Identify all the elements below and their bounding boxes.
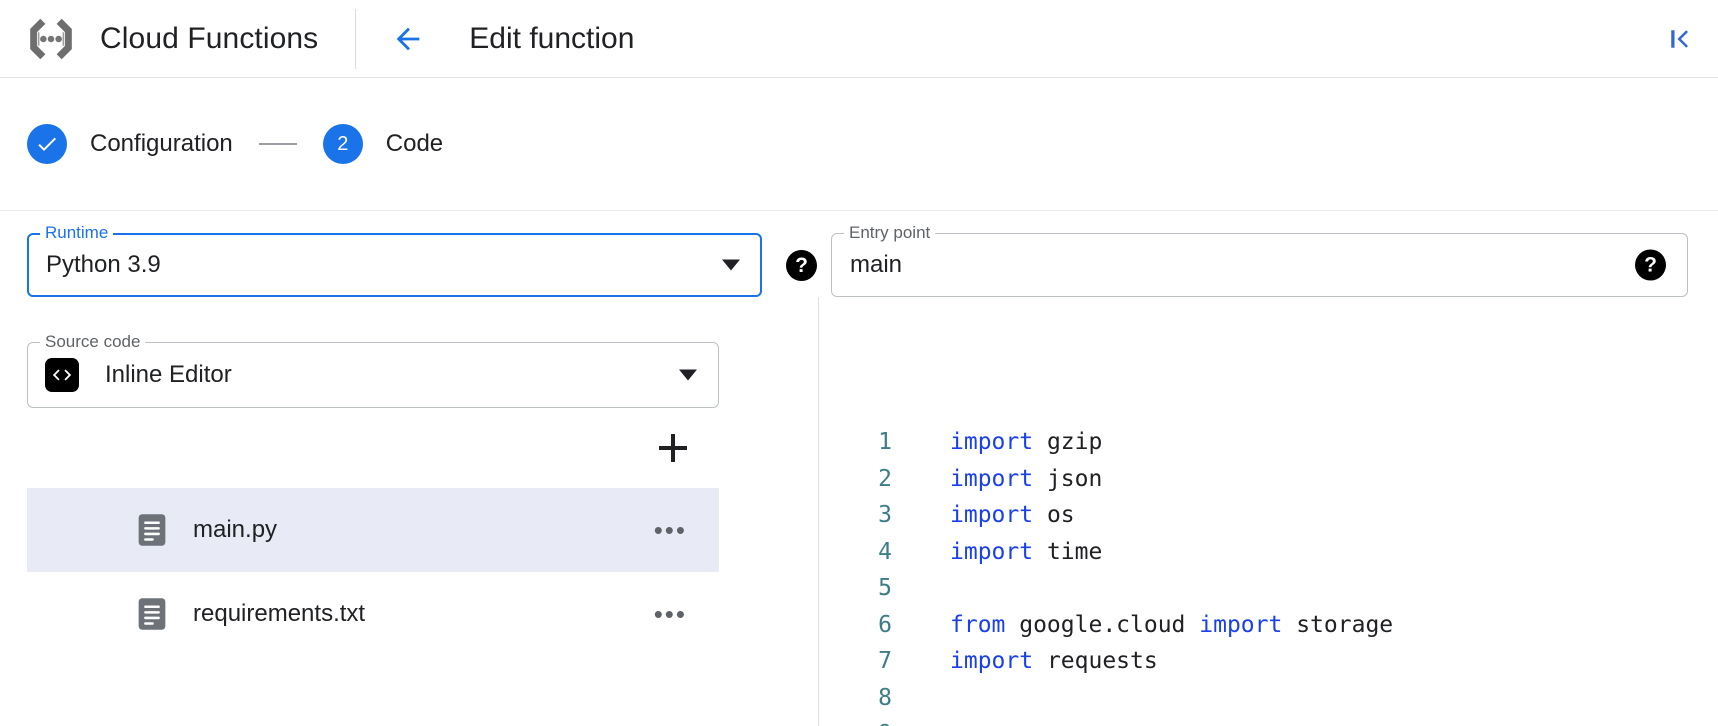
code-line-text: import time	[950, 534, 1102, 571]
code-line: 9	[840, 716, 1718, 726]
code-token: gzip	[1033, 429, 1103, 455]
content-area: Runtime Python 3.9 ? Source code Inline …	[0, 211, 1718, 726]
code-token: os	[1033, 502, 1075, 528]
code-line: 6 from google.cloud import storage	[840, 607, 1718, 644]
inline-editor-code-icon	[45, 358, 79, 392]
runtime-row: Runtime Python 3.9 ?	[27, 224, 818, 297]
brand-area[interactable]: Cloud Functions	[0, 0, 318, 77]
entry-point-outline	[831, 233, 1688, 297]
line-number: 5	[878, 575, 892, 601]
first-page-icon	[1671, 29, 1688, 48]
header-divider	[355, 8, 357, 69]
code-keyword: from	[950, 611, 1006, 638]
step-code-label: Code	[385, 130, 444, 157]
code-line-text: import os	[950, 497, 1075, 534]
line-number: 7	[878, 648, 892, 674]
line-number: 4	[878, 538, 892, 565]
runtime-select[interactable]: Runtime Python 3.9	[27, 224, 762, 297]
file-name: requirements.txt	[193, 600, 366, 627]
top-app-bar: Cloud Functions Edit function	[0, 0, 1718, 78]
left-panel: Runtime Python 3.9 ? Source code Inline …	[0, 211, 818, 726]
check-icon	[38, 137, 56, 151]
code-keyword: import	[950, 429, 1034, 455]
code-line: 8	[840, 680, 1718, 717]
line-number: 9	[840, 716, 892, 726]
entry-point-help-icon[interactable]: ?	[1635, 249, 1666, 281]
code-line-text: import gzip	[950, 424, 1102, 461]
code-line-text: import requests	[950, 643, 1158, 680]
code-keyword: import	[950, 502, 1034, 528]
code-line-text: from google.cloud import storage	[950, 607, 1393, 644]
line-number: 6	[878, 611, 892, 638]
code-keyword: import	[950, 648, 1034, 674]
code-line: 4 import time	[840, 534, 1718, 571]
code-line: 2 import json	[840, 461, 1718, 498]
code-token: json	[1033, 465, 1103, 492]
right-panel: Entry point main ? 1 import gzip 2 import j…	[818, 211, 1718, 726]
code-keyword: import	[1199, 611, 1283, 638]
entry-point-label: Entry point	[844, 224, 936, 242]
file-overflow-menu-button[interactable]: •••	[653, 599, 687, 629]
wizard-stepper: Configuration 2 Code	[0, 78, 1718, 211]
code-editor[interactable]: 1 import gzip 2 import json 3 import os 4 impor…	[818, 297, 1718, 726]
runtime-value: Python 3.9	[46, 251, 161, 278]
entry-point-value: main	[850, 251, 903, 278]
step-configuration[interactable]: Configuration	[27, 124, 233, 164]
runtime-label: Runtime	[40, 224, 114, 242]
editor-divider	[818, 297, 819, 726]
step-configuration-label: Configuration	[90, 130, 233, 157]
add-file-button[interactable]	[655, 430, 691, 466]
step-configuration-marker	[27, 124, 67, 164]
code-token: storage	[1282, 611, 1394, 638]
code-line: 5	[840, 570, 1718, 607]
file-list-item-main-py[interactable]: main.py •••	[27, 488, 719, 572]
code-line: 1 import gzip	[840, 424, 1718, 461]
page-title: Edit function	[469, 21, 635, 55]
back-button[interactable]	[389, 20, 427, 58]
step-code-marker: 2	[322, 124, 363, 164]
chevron-down-icon[interactable]	[679, 369, 697, 381]
source-code-value: Inline Editor	[105, 361, 232, 388]
step-connector	[258, 143, 297, 145]
code-editor-content[interactable]: 1 import gzip 2 import json 3 import os 4 impor…	[818, 297, 1718, 726]
line-number: 2	[878, 465, 892, 492]
entry-point-row: Entry point main ?	[818, 224, 1718, 297]
file-icon	[138, 514, 166, 546]
code-line: 7 import requests	[840, 643, 1718, 680]
file-icon	[138, 598, 166, 630]
line-number: 1	[878, 429, 892, 455]
line-number: 8	[878, 684, 892, 711]
line-number: 3	[878, 502, 892, 528]
file-overflow-menu-button[interactable]: •••	[653, 515, 687, 545]
code-keyword: import	[950, 465, 1034, 492]
brand-title: Cloud Functions	[100, 21, 319, 55]
collapse-panel-button[interactable]	[1660, 19, 1700, 59]
code-line-text: import json	[950, 461, 1102, 498]
entry-point-input[interactable]: Entry point main ?	[831, 224, 1688, 297]
code-token: requests	[1033, 648, 1158, 674]
file-list: main.py ••• requirements.txt •••	[27, 488, 719, 656]
code-line: 3 import os	[840, 497, 1718, 534]
source-code-label: Source code	[40, 333, 146, 351]
add-file-row	[27, 408, 719, 488]
runtime-help-icon[interactable]: ?	[786, 249, 817, 281]
code-brackets-icon	[52, 369, 72, 381]
source-code-select[interactable]: Source code Inline Editor	[27, 333, 719, 408]
cloud-functions-logo	[30, 18, 72, 59]
code-token: time	[1033, 538, 1103, 565]
file-list-item-requirements-txt[interactable]: requirements.txt •••	[27, 572, 719, 656]
file-name: main.py	[193, 516, 278, 543]
chevron-down-icon[interactable]	[722, 259, 740, 271]
arrow-left-icon	[396, 27, 420, 50]
code-keyword: import	[950, 538, 1034, 565]
step-code[interactable]: 2 Code	[322, 124, 444, 164]
code-token: google.cloud	[1005, 611, 1200, 638]
